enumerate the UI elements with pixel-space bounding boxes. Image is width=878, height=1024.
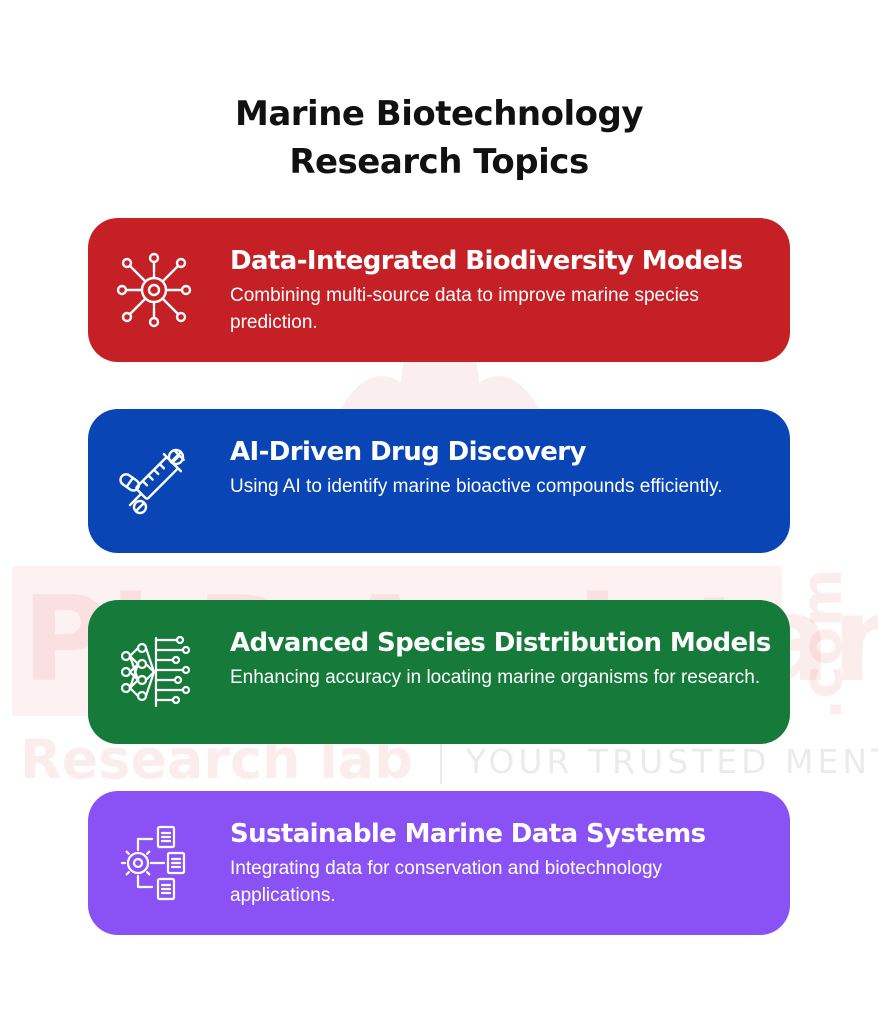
watermark-domain: .com bbox=[790, 568, 855, 720]
card-title: Advanced Species Distribution Models bbox=[230, 628, 771, 658]
page-title: Marine Biotechnology Research Topics bbox=[0, 90, 878, 186]
topic-card-marine-data-systems: Sustainable Marine Data Systems Integrat… bbox=[88, 791, 790, 935]
neural-network-icon bbox=[116, 632, 192, 712]
card-title: Data-Integrated Biodiversity Models bbox=[230, 246, 743, 276]
title-line-2: Research Topics bbox=[289, 142, 589, 182]
card-description: Combining multi-source data to improve m… bbox=[230, 285, 699, 333]
syringe-pills-icon bbox=[116, 441, 192, 521]
card-description: Enhancing accuracy in locating marine or… bbox=[230, 667, 761, 688]
card-title: Sustainable Marine Data Systems bbox=[230, 819, 706, 849]
card-description: Using AI to identify marine bioactive co… bbox=[230, 476, 723, 497]
topic-card-species-distribution: Advanced Species Distribution Models Enh… bbox=[88, 600, 790, 744]
network-gear-icon bbox=[116, 250, 192, 330]
title-line-1: Marine Biotechnology bbox=[235, 94, 643, 134]
topic-card-drug-discovery: AI-Driven Drug Discovery Using AI to ide… bbox=[88, 409, 790, 553]
card-description: Integrating data for conservation and bi… bbox=[230, 858, 663, 906]
card-title: AI-Driven Drug Discovery bbox=[230, 437, 586, 467]
data-documents-gear-icon bbox=[116, 823, 192, 903]
topic-card-biodiversity-models: Data-Integrated Biodiversity Models Comb… bbox=[88, 218, 790, 362]
watermark-tagline: YOUR TRUSTED MENTOR bbox=[466, 742, 878, 781]
watermark-separator bbox=[440, 740, 442, 784]
